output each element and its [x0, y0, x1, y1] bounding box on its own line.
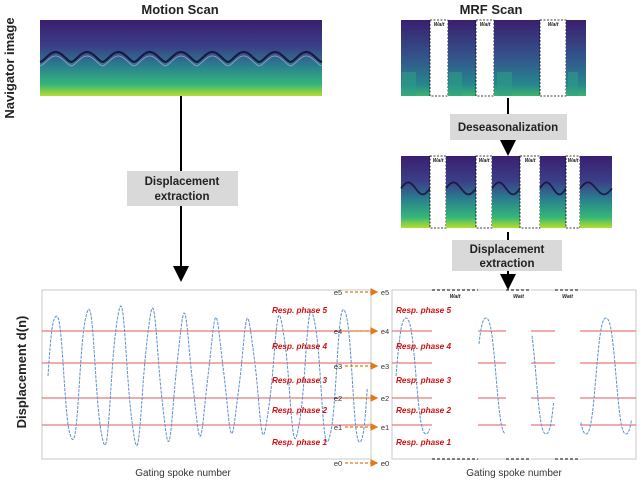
boundary-wave [400, 181, 431, 196]
resp-phase-label: Resp. phase 3 [272, 376, 328, 385]
image-segment [540, 156, 566, 228]
resp-phase-label: Resp. phase 5 [396, 306, 452, 315]
displacement-extraction-step-right: Displacement extraction [452, 240, 562, 271]
resp-phase-label: Resp. phase 2 [272, 406, 328, 415]
signal-band [449, 72, 462, 96]
edge-label-right: e2 [381, 394, 389, 403]
navigator-image-label: Navigator image [2, 17, 17, 118]
signal-band [402, 72, 416, 96]
boundary-wave [579, 181, 613, 196]
edge-label-left: e0 [334, 459, 342, 468]
resp-phase-label: Resp. phase 3 [396, 376, 452, 385]
wait-gap [519, 155, 541, 229]
wait-gap [475, 155, 493, 229]
svg-text:extraction: extraction [480, 258, 535, 270]
edge-label-left: e2 [334, 394, 342, 403]
boundary-wave [539, 181, 567, 196]
resp-phase-label: Resp. phase 4 [272, 342, 328, 351]
signal-band [568, 72, 578, 96]
motion-scan-title: Motion Scan [141, 2, 218, 17]
edge-label-left: e4 [334, 327, 342, 336]
wait-label: Wait [513, 294, 524, 300]
deseasonalized-image: Wait Wait Wait Wait [400, 155, 613, 229]
svg-text:Displacement: Displacement [470, 244, 545, 256]
deseasonalization-step: Deseasonalization [450, 114, 567, 140]
resp-phase-label: Resp. phase 1 [272, 438, 328, 447]
image-segment [446, 156, 476, 228]
wait-gap [506, 290, 531, 459]
edge-label-right: e0 [381, 459, 389, 468]
wait-label: Wait [450, 294, 461, 300]
displacement-extraction-step-left: Displacement extraction [127, 171, 238, 206]
phase-edge-mapping: e0 e0 e1 e1 e2 e2 e3 e3 e4 e4 e5 e5 [334, 288, 389, 468]
mrf-displacement-signal [395, 317, 632, 435]
mrf-displacement-plot: Wait Wait Wait Resp. phase 1 Resp. phase 2 R… [391, 289, 637, 460]
edge-label-right: e3 [381, 362, 389, 371]
wait-gap [432, 290, 478, 459]
wait-gap [539, 19, 567, 97]
displacement-axis-label: Displacement d(n) [14, 316, 29, 429]
boundary-wave [491, 181, 521, 196]
motion-boundary-highlight [39, 55, 323, 67]
resp-phase-label: Resp. phase 2 [396, 406, 452, 415]
motion-navigator-image [39, 20, 323, 96]
edge-label-right: e4 [381, 327, 389, 336]
motion-displacement-plot: Resp. phase 1 Resp. phase 2 Resp. phase 3 R… [41, 289, 372, 460]
wait-gap [565, 155, 581, 229]
wait-gap [475, 19, 495, 97]
wait-label: Wait [525, 158, 536, 164]
edge-label-right: e1 [381, 423, 389, 432]
wait-label: Wait [433, 158, 444, 164]
edge-label-left: e5 [334, 288, 342, 297]
boundary-wave [445, 181, 477, 196]
image-segment [580, 156, 612, 228]
x-axis-label-right: Gating spoke number [466, 468, 562, 479]
signal-band [497, 72, 512, 96]
wait-label: Wait [434, 22, 445, 28]
resp-phase-label: Resp. phase 1 [396, 438, 452, 447]
motion-boundary-wave [39, 50, 323, 64]
edge-label-right: e5 [381, 288, 389, 297]
resp-phase-label: Resp. phase 4 [396, 342, 452, 351]
svg-text:Deseasonalization: Deseasonalization [458, 122, 558, 134]
wait-label: Wait [568, 158, 579, 164]
wait-label: Wait [562, 294, 573, 300]
wait-gap [555, 290, 580, 459]
wait-gap [429, 19, 449, 97]
wait-gap [429, 155, 447, 229]
image-segment [492, 156, 520, 228]
motion-displacement-signal [47, 305, 368, 447]
wait-label: Wait [480, 22, 491, 28]
wait-label: Wait [548, 22, 559, 28]
svg-text:extraction: extraction [155, 191, 210, 203]
resp-phase-label: Resp. phase 5 [272, 306, 328, 315]
edge-label-left: e1 [334, 423, 342, 432]
mrf-scan-title: MRF Scan [460, 2, 523, 17]
mrf-navigator-image: Wait Wait Wait [401, 19, 586, 97]
wait-label: Wait [479, 158, 490, 164]
image-segment [401, 156, 430, 228]
svg-text:Displacement: Displacement [145, 176, 220, 188]
edge-label-left: e3 [334, 362, 342, 371]
x-axis-label-left: Gating spoke number [135, 468, 231, 479]
